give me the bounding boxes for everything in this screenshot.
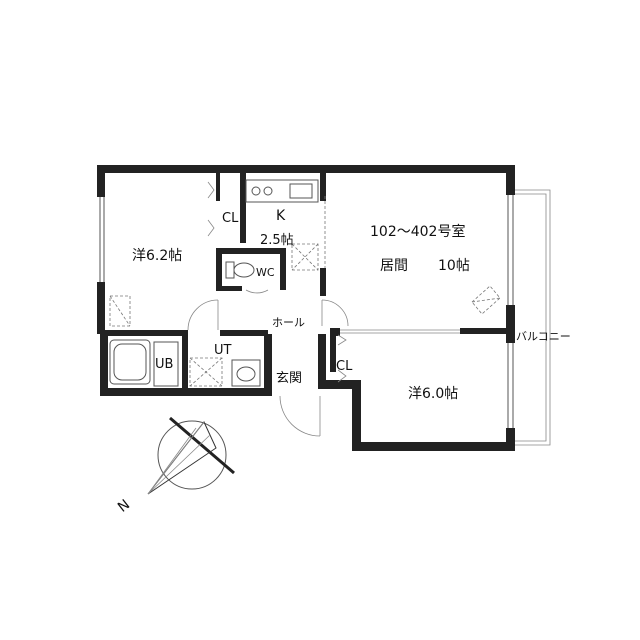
bathtub-fixture bbox=[109, 339, 179, 387]
outer-walls bbox=[97, 165, 515, 451]
room-label-living-size: 10帖 bbox=[438, 258, 470, 274]
room-label-kitchen-letter: K bbox=[276, 208, 286, 224]
ac-mark-1 bbox=[109, 295, 131, 327]
room-label-kitchen-size: 2.5帖 bbox=[260, 233, 294, 248]
interior-walls bbox=[104, 173, 510, 392]
compass-rose: N bbox=[115, 416, 235, 516]
wash-basin bbox=[231, 359, 261, 387]
room-label-closet-1: CL bbox=[222, 211, 239, 226]
doors bbox=[187, 181, 349, 437]
room-label-bath: UB bbox=[155, 357, 173, 372]
room-label-western-2: 洋6.0帖 bbox=[408, 386, 458, 402]
compass-north-label: N bbox=[115, 497, 133, 516]
room-label-entrance: 玄関 bbox=[276, 371, 302, 386]
room-label-balcony: バルコニー bbox=[516, 330, 571, 343]
sliding-doors bbox=[324, 196, 460, 334]
washer-space bbox=[189, 357, 223, 387]
room-label-hall: ホール bbox=[272, 316, 305, 329]
kitchen-counter bbox=[245, 179, 319, 203]
room-label-western-1: 洋6.2帖 bbox=[132, 248, 182, 264]
ac-mark-2 bbox=[471, 285, 501, 315]
room-label-utility: UT bbox=[214, 343, 232, 358]
balcony-outline bbox=[515, 189, 551, 446]
room-label-closet-2: CL bbox=[336, 359, 353, 374]
room-number-label: 102～402号室 bbox=[370, 223, 465, 240]
room-label-living-name: 居間 bbox=[380, 258, 408, 274]
windows bbox=[99, 195, 514, 428]
fridge-space bbox=[291, 243, 319, 271]
toilet-fixture bbox=[225, 261, 255, 279]
room-label-wc: WC bbox=[256, 266, 275, 279]
